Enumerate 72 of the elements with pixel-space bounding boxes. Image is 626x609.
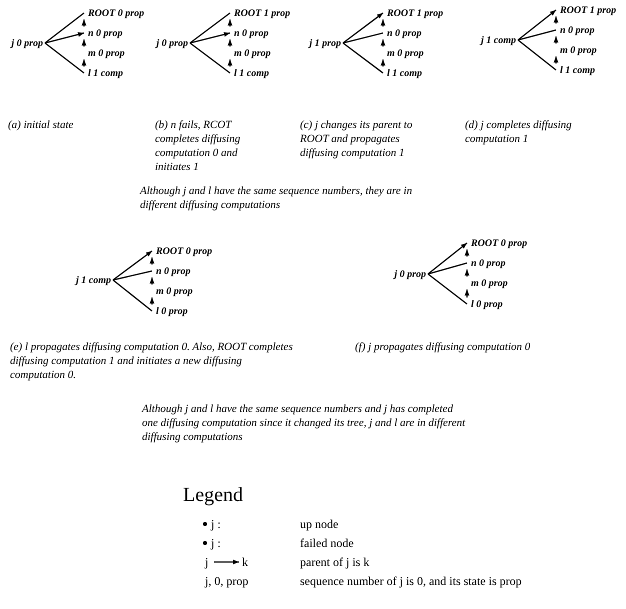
node-label: ROOT 0 prop xyxy=(88,6,144,20)
note: Although j and l have the same sequence numbers, they are in different diffusing computations xyxy=(140,184,414,212)
node-label: ROOT 0 prop xyxy=(471,236,528,250)
node-label: ROOT 0 prop xyxy=(156,244,212,258)
legend-text: failed node xyxy=(300,536,354,550)
caption: (b) n fails, RCOT completes diffusing computation 0 and initiates 1 xyxy=(155,118,242,174)
node-label: n 0 prop xyxy=(234,26,268,40)
arrow xyxy=(464,270,470,276)
arrow xyxy=(82,40,86,46)
arrow xyxy=(82,20,86,26)
arrow xyxy=(518,10,556,40)
node-label: n 0 prop xyxy=(471,256,506,270)
caption: (c) j changes its parent to ROOT and propagates diffusing computation 1 xyxy=(300,118,414,160)
arrow xyxy=(44,32,84,44)
arrow xyxy=(112,250,152,281)
arrow xyxy=(190,32,230,44)
node-label: j 0 prop xyxy=(394,268,426,280)
node-label: n 0 prop xyxy=(387,26,422,40)
legend-sample: j : xyxy=(211,536,221,550)
legend-sample: j : xyxy=(211,517,221,531)
arrow xyxy=(428,242,468,274)
arrow xyxy=(380,20,386,26)
legend-sample: j xyxy=(205,555,208,569)
arrow xyxy=(228,40,232,46)
legend-text: parent of j is k xyxy=(300,555,370,569)
arrow xyxy=(342,12,384,44)
legend-text: up node xyxy=(300,517,338,531)
arrow xyxy=(554,56,558,64)
caption: (a) initial state xyxy=(8,118,74,132)
node-label: n 0 prop xyxy=(560,24,594,36)
node-label: m 0 prop xyxy=(234,46,271,60)
arrow xyxy=(228,20,232,26)
node-label: ROOT 1 prop xyxy=(560,4,616,16)
arrow xyxy=(82,60,86,66)
node-label: n 0 prop xyxy=(88,26,122,40)
node-label: m 0 prop xyxy=(387,46,424,60)
arrow xyxy=(380,40,386,46)
node-label: j 1 comp xyxy=(481,34,516,46)
note: Although j and l have the same sequence numbers and j has completed one diffusing computation since it changed its tree, j and l are in different diffusing computations xyxy=(142,402,466,444)
arrow xyxy=(554,16,558,24)
legend-text: sequence number of j is 0, and its state is prop xyxy=(300,574,522,588)
arrow xyxy=(228,60,232,66)
node-label: m 0 prop xyxy=(156,284,193,298)
node-label: l 1 comp xyxy=(560,64,595,76)
node-label: ROOT 1 prop xyxy=(387,6,444,20)
node-label: m 0 prop xyxy=(471,276,508,290)
arrow xyxy=(464,290,470,298)
caption: (f) j propagates diffusing computation 0 xyxy=(355,340,532,354)
node-label: j 1 prop xyxy=(309,36,341,50)
node-label: n 0 prop xyxy=(156,264,190,278)
legend-sample: j, 0, prop xyxy=(205,574,248,588)
legend-sample: k xyxy=(242,555,248,569)
node-label: ROOT 1 prop xyxy=(234,6,290,20)
arrow xyxy=(150,298,154,304)
legend-title: Legend xyxy=(183,483,244,507)
node-label: j 1 comp xyxy=(76,274,111,286)
node-label: j 0 prop xyxy=(11,36,43,50)
node-label: l 1 comp xyxy=(234,66,269,80)
node-label: m 0 prop xyxy=(88,46,125,60)
arrow xyxy=(554,36,558,44)
node-label: l 0 prop xyxy=(471,298,503,310)
caption: (e) l propagates diffusing computation 0. Also, ROOT completes diffusing computation 1 and initiates a new diffusing computation 0. xyxy=(10,340,294,382)
node-label: l 1 comp xyxy=(387,66,422,80)
node-label: l 0 prop xyxy=(156,304,188,318)
arrow xyxy=(464,250,470,256)
arrow xyxy=(380,60,386,66)
arrow xyxy=(150,278,154,284)
node-label: l 1 comp xyxy=(88,66,123,80)
node-label: m 0 prop xyxy=(560,44,597,56)
node-label: j 0 prop xyxy=(156,36,188,50)
caption: (d) j completes diffusing computation 1 xyxy=(465,118,573,146)
arrow xyxy=(150,258,154,264)
